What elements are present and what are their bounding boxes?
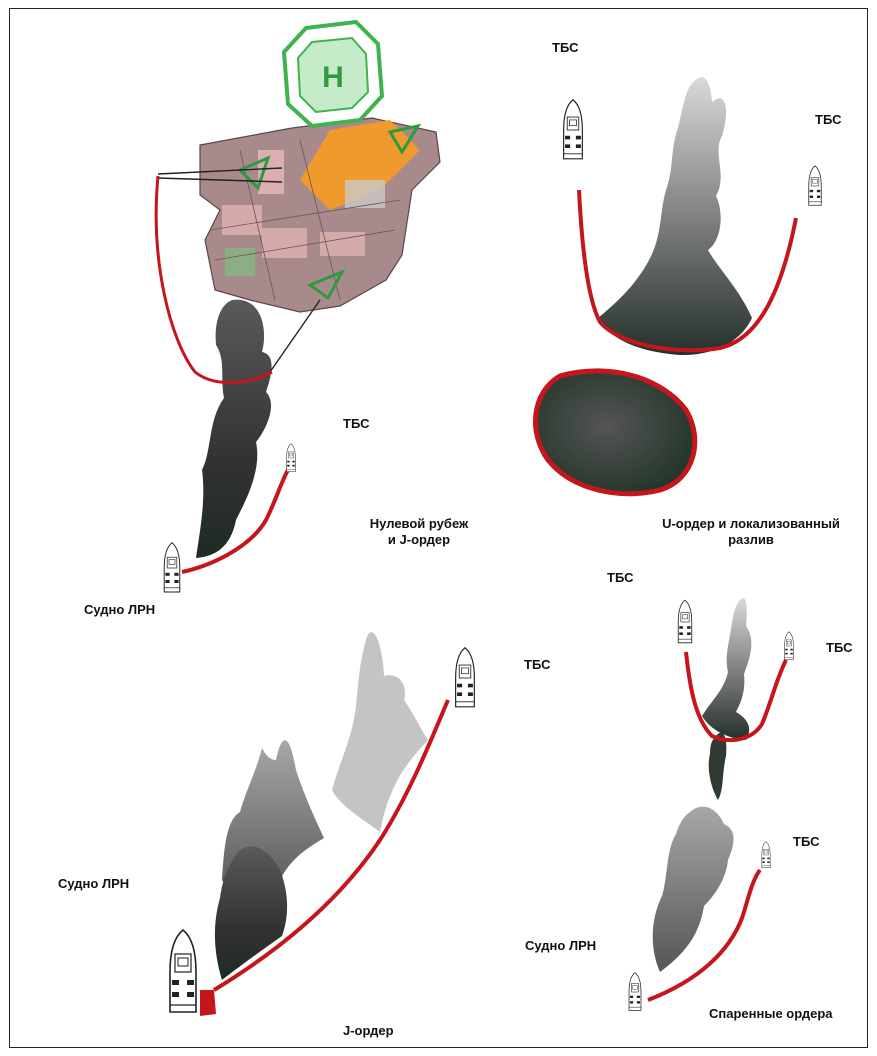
tbs-boat bbox=[287, 444, 296, 472]
caption-j-order: J-ордер bbox=[343, 1023, 394, 1039]
oil-recovery-vessel bbox=[164, 543, 180, 592]
panel-zero-line: H bbox=[156, 22, 440, 592]
label-vessel-bottom-right: Судно ЛРН bbox=[525, 938, 596, 954]
oil-recovery-vessel bbox=[629, 973, 641, 1011]
label-tbs-paired-left: ТБС bbox=[607, 570, 634, 586]
label-tbs-paired-right: ТБС bbox=[826, 640, 853, 656]
oil-slick-stem bbox=[709, 733, 727, 800]
tbs-boat bbox=[678, 600, 692, 643]
oil-slick-lower bbox=[653, 807, 734, 972]
oil-slick bbox=[196, 300, 272, 558]
caption-u-order: U-ордер и локализованный разлив bbox=[628, 516, 874, 548]
tbs-boat bbox=[456, 648, 475, 707]
tbs-boat-right bbox=[809, 166, 821, 205]
caption-paired: Спаренные ордера bbox=[709, 1006, 833, 1022]
tbs-boat-left bbox=[564, 100, 583, 159]
panel-j-order bbox=[170, 632, 474, 1016]
oil-slick bbox=[598, 77, 752, 355]
label-vessel-bottom-left: Судно ЛРН bbox=[58, 876, 129, 892]
panel-u-order bbox=[536, 77, 822, 494]
label-tbs-paired-lower: ТБС bbox=[793, 834, 820, 850]
label-tbs-j-right: ТБС bbox=[524, 657, 551, 673]
oil-slick-upper bbox=[702, 598, 751, 740]
tbs-boat bbox=[785, 632, 794, 660]
oil-recovery-vessel bbox=[170, 930, 196, 1012]
label-tbs-top-right: ТБС bbox=[815, 112, 842, 128]
oil-slick-far bbox=[332, 632, 428, 832]
caption-zero-line: Нулевой рубеж и J-ордер bbox=[355, 516, 483, 548]
tbs-boat bbox=[762, 842, 770, 868]
panel-paired bbox=[629, 598, 793, 1010]
label-tbs-top-left: ТБС bbox=[552, 40, 579, 56]
label-tbs-mid-left: ТБС bbox=[343, 416, 370, 432]
heliport-letter: H bbox=[322, 61, 344, 94]
localized-spill bbox=[536, 371, 695, 494]
label-vessel-top: Судно ЛРН bbox=[84, 602, 155, 618]
